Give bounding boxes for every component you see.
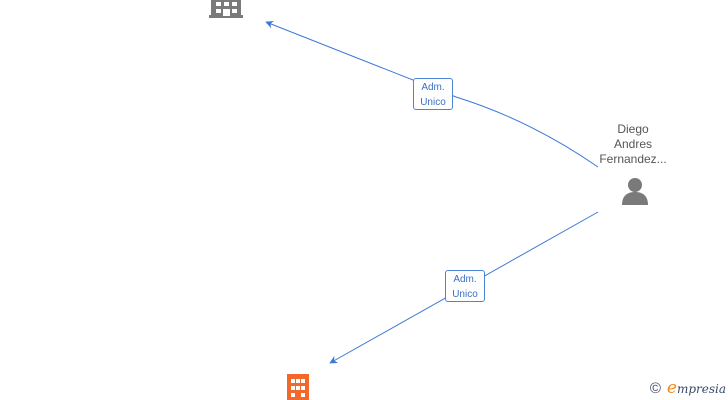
person-name-line: Andres xyxy=(613,137,653,151)
edge-label-bottom[interactable]: Adm. Unico xyxy=(445,270,485,302)
edge-label-line: Adm. xyxy=(453,274,477,285)
brand-initial: e xyxy=(666,378,677,398)
edge-label-line: Adm. xyxy=(421,82,445,93)
empresia-watermark: © empresia xyxy=(650,378,726,398)
copyright-symbol: © xyxy=(649,379,661,397)
edge-label-line: Unico xyxy=(420,97,446,108)
person-name-line: Diego xyxy=(617,122,649,136)
brand-name: mpresia xyxy=(676,382,726,396)
edge-line-top xyxy=(265,20,599,168)
person-name-label[interactable]: Diego Andres Fernandez... xyxy=(590,122,676,167)
building-icon[interactable] xyxy=(209,0,243,18)
building-icon[interactable] xyxy=(287,374,309,400)
person-icon[interactable] xyxy=(622,178,648,205)
person-name-line: Fernandez... xyxy=(599,152,667,166)
edge-label-line: Unico xyxy=(452,289,478,300)
brand-logo: empresia xyxy=(667,378,726,398)
edge-label-top[interactable]: Adm. Unico xyxy=(413,78,453,110)
